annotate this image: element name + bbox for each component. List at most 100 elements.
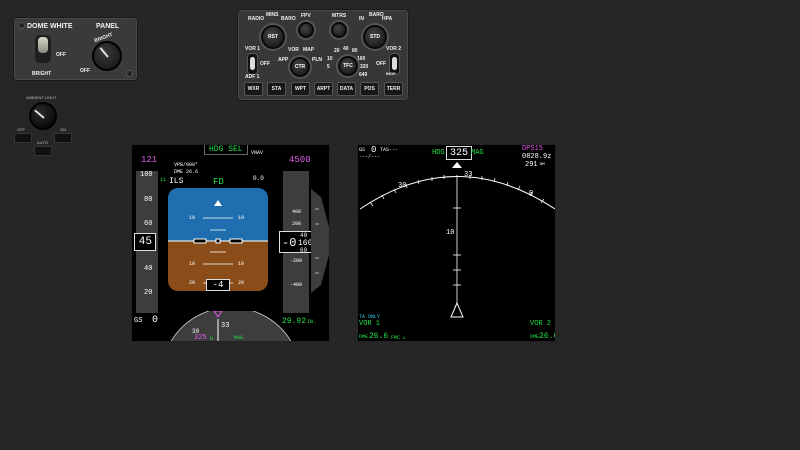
- vor2-label: VOR 2: [530, 320, 552, 328]
- navigation-display[interactable]: GS 0 TAS--- ---/--- HDG 325 MAG DPS15 08…: [357, 144, 556, 342]
- ta-only-label: TA ONLY: [359, 314, 381, 320]
- range-160-label: 160: [357, 56, 366, 62]
- range-selector-knob[interactable]: TFC: [338, 56, 358, 76]
- screw: [18, 22, 25, 29]
- range-20-label: 20: [334, 48, 340, 54]
- waypoint-distance: 291: [525, 161, 538, 169]
- ambient-light-control: AMBIENT LIGHT OFF ON AUTO: [14, 95, 74, 157]
- baro-knob[interactable]: STD: [363, 25, 387, 49]
- selected-heading: 325: [194, 334, 207, 342]
- alt-tick-400: 400: [292, 209, 302, 215]
- baro-right-label: BARO: [369, 12, 384, 18]
- mode-selector-knob[interactable]: CTR: [290, 57, 310, 77]
- data-button[interactable]: DATA: [337, 82, 356, 96]
- pln-mode-label: PLN: [312, 57, 322, 63]
- map-mode-label: MAP: [303, 47, 315, 53]
- tfc-label: TFC: [343, 63, 353, 69]
- vertical-deviation-box: -4: [206, 279, 230, 291]
- range-40-label: 40: [343, 46, 349, 52]
- active-waypoint: DPS15: [522, 145, 544, 153]
- primary-flight-display[interactable]: HDG SEL VNAV 121 4500 VPB/000° DME 26.6 …: [131, 144, 330, 342]
- nd-gs-label: GS: [359, 147, 366, 153]
- nd-mag-label: MAG: [471, 149, 484, 157]
- dme1-label: DME: [359, 334, 369, 340]
- vpb-readout: VPB/000°: [174, 162, 199, 168]
- std-label: STD: [370, 34, 380, 40]
- fpv-label: FPV: [301, 13, 311, 19]
- pitch-20-dn-left: 20: [189, 280, 196, 286]
- nd-gs-value: 0: [371, 145, 377, 155]
- range-ring-label: 10: [446, 229, 455, 237]
- panel-label: PANEL: [96, 23, 120, 30]
- ambient-auto-label: AUTO: [37, 140, 49, 145]
- panel-off-label: OFF: [80, 68, 90, 74]
- wxr-button[interactable]: WXR: [244, 82, 263, 96]
- sta-button[interactable]: STA: [267, 82, 286, 96]
- vor1-label: VOR 1: [359, 320, 381, 328]
- range-640-label: 640: [359, 72, 368, 78]
- nd-wind-value: ---/---: [359, 154, 381, 160]
- pitch-10-dn-left: 10: [189, 261, 196, 267]
- inop-label: INOP: [386, 71, 396, 76]
- speed-tick-60: 60: [144, 220, 153, 228]
- adf1-label: ADF 1: [245, 74, 260, 80]
- vor2-adf2-selector[interactable]: [389, 53, 400, 75]
- heading-unit: H: [210, 336, 214, 342]
- ctr-label: CTR: [294, 64, 306, 70]
- dome-white-switch[interactable]: [35, 35, 51, 63]
- arpt-button[interactable]: ARPT: [314, 82, 333, 96]
- arc-label-0: 0: [529, 190, 534, 198]
- ils-freq-label: 11: [160, 177, 167, 183]
- altitude-roll-lower: 60: [300, 247, 308, 254]
- speed-tick-80: 80: [144, 196, 153, 204]
- ambient-on-label: ON: [60, 127, 66, 132]
- altitude-roll-upper: 40: [300, 232, 308, 239]
- pos-button[interactable]: POS: [360, 82, 379, 96]
- current-altitude-box: -0 40 160 60: [279, 231, 312, 254]
- app-mode-label: APP: [278, 57, 289, 63]
- waypoint-eta: 0828.9z: [522, 153, 552, 161]
- terr-button[interactable]: TERR: [384, 82, 403, 96]
- baro-setting: 29.92: [282, 317, 307, 326]
- gs-indicator-value: 0.0: [253, 175, 264, 182]
- arc-label-33: 33: [464, 171, 473, 179]
- speed-tick-20: 20: [144, 289, 153, 297]
- alt-tick-neg400: -400: [290, 282, 303, 288]
- vor1-adf1-selector[interactable]: [247, 53, 258, 75]
- speed-tick-40: 40: [144, 265, 153, 273]
- selected-altitude: 4500: [289, 155, 311, 165]
- pitch-20-dn-right: 20: [238, 280, 245, 286]
- mins-label: MINS: [266, 12, 279, 18]
- compass-rose-arc: [359, 162, 555, 318]
- current-speed-box: 45: [134, 233, 156, 251]
- wpt-button[interactable]: WPT: [291, 82, 310, 96]
- mtrs-button[interactable]: [331, 22, 347, 38]
- range-5-label: 5: [327, 64, 330, 70]
- ambient-off-button[interactable]: [14, 133, 32, 143]
- mins-knob[interactable]: RST: [261, 25, 285, 49]
- vor2-label: VOR 2: [386, 46, 402, 52]
- panel-brightness-knob[interactable]: [92, 41, 122, 71]
- in-label: IN: [359, 16, 364, 22]
- ambient-light-knob[interactable]: [29, 102, 57, 130]
- screw: [126, 70, 133, 77]
- ambient-on-button[interactable]: [54, 133, 72, 143]
- fmc-l-label: FMC L: [391, 335, 407, 341]
- baro-unit: IN.: [307, 319, 317, 325]
- ambient-light-label: AMBIENT LIGHT: [26, 95, 57, 100]
- alt-tick-neg200: -200: [290, 258, 303, 264]
- range-80-label: 80: [352, 48, 358, 54]
- mag-label: MAG: [234, 335, 244, 341]
- groundspeed-value: 0: [152, 315, 159, 326]
- hdg-sel-annunciator: HDG SEL: [204, 145, 248, 155]
- dome-off-label: OFF: [56, 52, 66, 58]
- range-320-label: 320: [360, 64, 369, 70]
- ambient-auto-button[interactable]: [34, 146, 52, 156]
- alt-tick-200: 200: [292, 221, 302, 227]
- dome-bright-label: BRIGHT: [32, 71, 52, 77]
- nd-tas-value: TAS---: [380, 147, 399, 153]
- fpv-button[interactable]: [298, 22, 314, 38]
- hpa-label: HPA: [382, 16, 393, 22]
- dme2-label: DME: [530, 334, 540, 340]
- range-10-label: 10: [327, 56, 333, 62]
